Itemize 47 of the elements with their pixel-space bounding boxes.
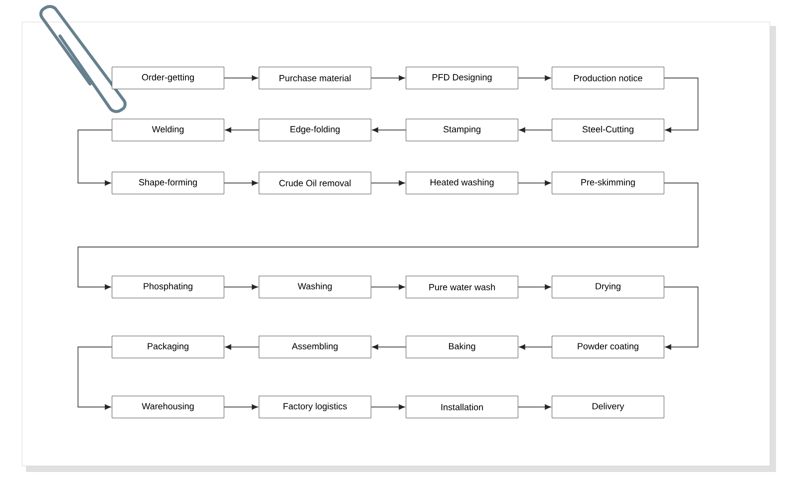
- arrow: [225, 127, 260, 133]
- arrow: [519, 127, 552, 133]
- process-box: Heated washing: [406, 172, 518, 194]
- process-box: Order-getting: [112, 66, 224, 90]
- process-box: PFD Designing: [406, 66, 518, 90]
- process-box: Edge-folding: [258, 118, 372, 142]
- process-box: Phosphating: [112, 276, 224, 298]
- arrow: [78, 130, 112, 186]
- arrow: [664, 78, 698, 133]
- process-box: Baking: [406, 336, 518, 358]
- arrow: [518, 75, 551, 81]
- process-box: Production notice: [552, 66, 664, 90]
- process-box: Drying: [552, 276, 664, 298]
- arrow: [224, 75, 258, 81]
- arrow: [518, 284, 551, 290]
- arrow: [518, 180, 551, 186]
- arrow: [224, 404, 258, 410]
- arrow: [225, 344, 260, 350]
- arrow: [664, 286, 698, 350]
- arrow: [372, 127, 406, 133]
- arrow: [370, 180, 405, 186]
- process-box: Welding: [112, 118, 224, 142]
- process-box: Washing: [258, 276, 372, 298]
- process-box: Purchase material: [258, 66, 372, 90]
- process-box: Steel-Cutting: [552, 118, 664, 142]
- process-box: Packaging: [112, 336, 224, 358]
- process-box: Stamping: [406, 118, 518, 142]
- process-box: Crude Oil removal: [258, 172, 372, 194]
- process-box: Assembling: [258, 336, 372, 358]
- process-box: Delivery: [552, 396, 664, 418]
- arrow: [78, 346, 112, 410]
- arrow: [78, 182, 698, 290]
- process-box: Warehousing: [112, 396, 224, 418]
- process-box: Pure water wash: [406, 276, 518, 298]
- arrow: [224, 284, 258, 290]
- arrow: [372, 344, 406, 350]
- arrow: [370, 284, 405, 290]
- process-box: Installation: [406, 396, 518, 418]
- process-box: Powder coating: [552, 336, 664, 358]
- process-box: Factory logistics: [258, 396, 372, 418]
- process-box: Shape-forming: [112, 172, 224, 194]
- arrow: [519, 344, 552, 350]
- process-box: Pre-skimming: [552, 172, 664, 194]
- arrow: [224, 180, 258, 186]
- arrow: [370, 404, 405, 410]
- arrow: [370, 75, 405, 81]
- arrow: [518, 404, 551, 410]
